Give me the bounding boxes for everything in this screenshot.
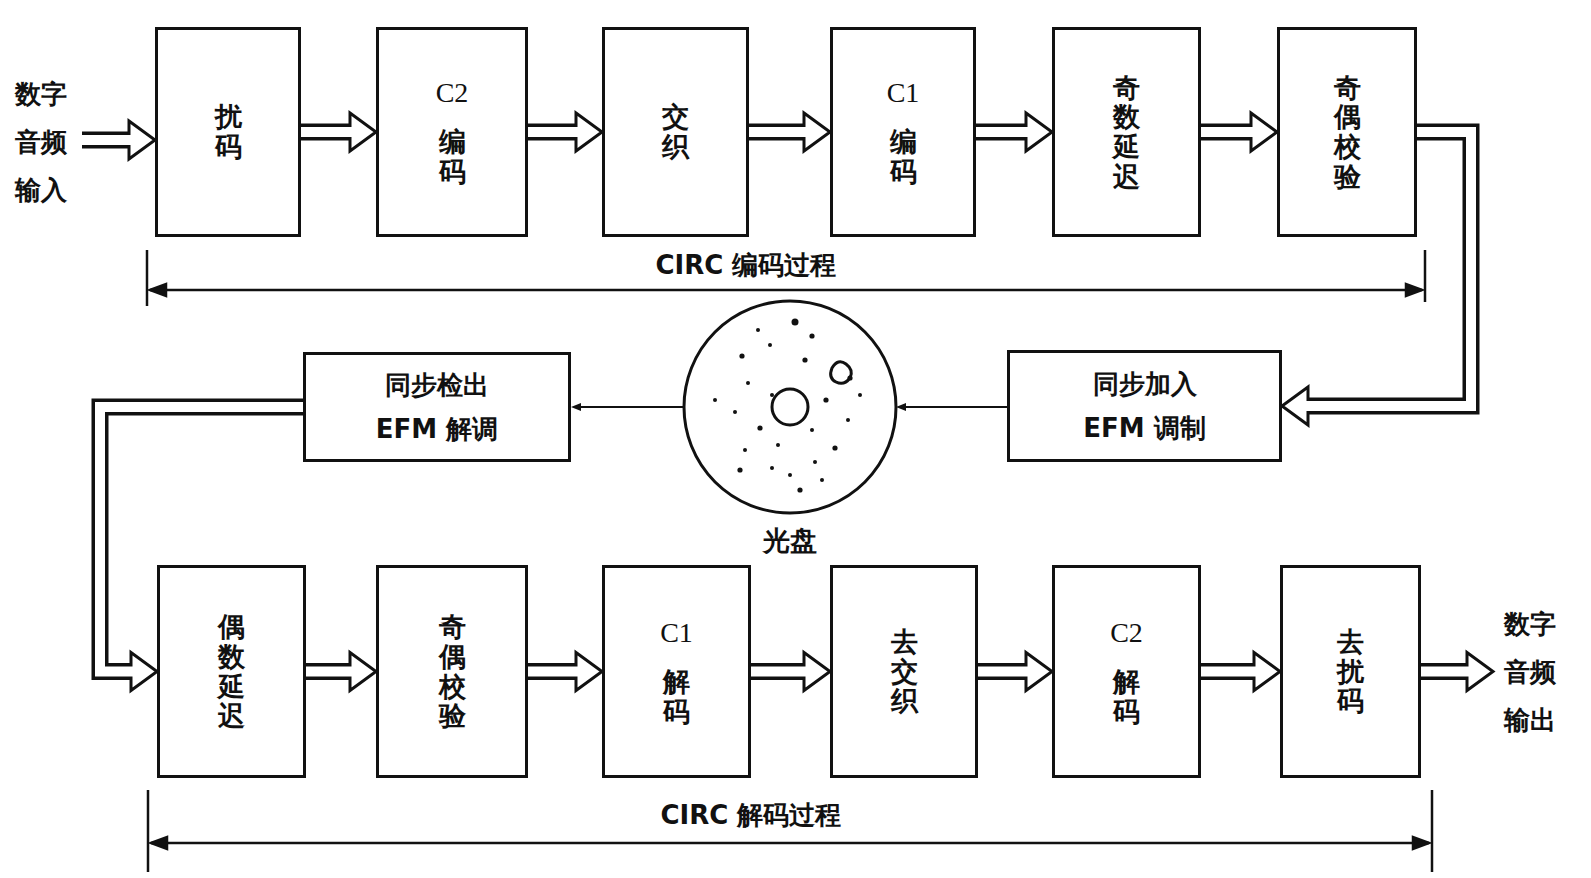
- disc-dot: [846, 418, 850, 422]
- box-text: 奇偶校验: [1334, 73, 1361, 192]
- disc-dot: [823, 397, 828, 402]
- flow-arrow: [976, 113, 1052, 151]
- disc-dot: [713, 398, 717, 402]
- disc-dot: [770, 466, 774, 470]
- process-box: C2 解码: [1052, 565, 1201, 778]
- disc-dot: [809, 333, 814, 338]
- process-box: 扰码: [155, 27, 301, 237]
- box-text: 去交织: [891, 627, 918, 716]
- decode-bracket: [148, 790, 1432, 872]
- box-text: C1: [660, 617, 693, 649]
- arrow-channel: [82, 135, 133, 145]
- box-text: 奇数延迟: [1113, 73, 1140, 192]
- box-text: 奇偶校验: [439, 612, 466, 731]
- disc-dot: [733, 410, 737, 414]
- disc-dot: [743, 448, 747, 452]
- io-label: 数字音频输出: [1503, 600, 1558, 744]
- disc-dot: [770, 393, 774, 397]
- disc-dot: [746, 381, 750, 385]
- box-text: 同步加入 EFM 调制: [1060, 362, 1230, 450]
- flow-arrow: [1201, 113, 1277, 151]
- optical-disc: 光盘: [684, 301, 896, 513]
- box-text: 同步检出 EFM 解调: [352, 363, 522, 451]
- flow-arrow: [978, 653, 1052, 691]
- process-box: 去扰码: [1280, 565, 1421, 778]
- flow-arrow: [896, 403, 1007, 411]
- bracket-label: CIRC 解码过程: [655, 798, 848, 833]
- flow-arrow: [571, 403, 684, 411]
- box-text: 扰码: [215, 102, 242, 161]
- disc-dot: [847, 375, 852, 380]
- box-text: C2: [436, 77, 469, 109]
- box-text: 解码: [1113, 667, 1140, 726]
- box-text: C1: [887, 77, 920, 109]
- disc-dot: [858, 393, 862, 397]
- io-label: 数字音频输入: [14, 70, 69, 214]
- flow-arrow: [1201, 653, 1280, 691]
- disc-dot: [737, 467, 742, 472]
- disc-dot: [832, 445, 837, 450]
- arrow-channel: [1201, 667, 1258, 677]
- arrow-channel: [306, 667, 354, 677]
- flow-arrow: [528, 113, 602, 151]
- disc-dot: [810, 428, 814, 432]
- process-box: 同步加入 EFM 调制: [1007, 350, 1282, 462]
- disc-dot: [788, 473, 792, 477]
- arrow-head: [571, 403, 581, 411]
- arrow-channel: [301, 127, 354, 137]
- process-box: 奇偶校验: [1277, 27, 1417, 237]
- disc-label: 光盘: [763, 523, 817, 559]
- box-text: 偶数延迟: [218, 612, 245, 731]
- output-arrow: [1421, 653, 1493, 691]
- box-text: 编码: [890, 127, 917, 186]
- arrow-channel: [976, 127, 1030, 137]
- disc-dot: [797, 487, 802, 492]
- arrow-channel: [749, 127, 808, 137]
- arrow-channel: [528, 127, 580, 137]
- input-arrow: [82, 121, 155, 159]
- process-box: 偶数延迟: [157, 565, 306, 778]
- process-box: C1 解码: [602, 565, 751, 778]
- disc-dot: [792, 319, 799, 326]
- disc-dot: [813, 460, 817, 464]
- disc-dot: [802, 357, 807, 362]
- box-text: 解码: [663, 667, 690, 726]
- process-box: C2 编码: [376, 27, 528, 237]
- flow-arrow: [749, 113, 830, 151]
- process-box: 同步检出 EFM 解调: [303, 352, 571, 462]
- process-box: 去交织: [830, 565, 978, 778]
- disc-dot: [820, 478, 824, 482]
- box-text: C2: [1110, 617, 1143, 649]
- disc-dot: [768, 343, 772, 347]
- process-box: 交织: [602, 27, 749, 237]
- arrow-channel: [528, 667, 580, 677]
- box-text: 去扰码: [1337, 627, 1364, 716]
- process-box: 奇数延迟: [1052, 27, 1201, 237]
- process-box: 奇偶校验: [376, 565, 528, 778]
- flow-arrow: [528, 653, 602, 691]
- disc-drawing: [684, 301, 896, 513]
- disc-dot: [756, 328, 760, 332]
- box-text: 交织: [662, 102, 689, 161]
- process-box: C1 编码: [830, 27, 976, 237]
- bracket-label: CIRC 编码过程: [650, 248, 843, 283]
- flow-arrow: [301, 113, 376, 151]
- disc-dot: [757, 425, 762, 430]
- arrow-channel: [978, 667, 1030, 677]
- arrow-channel: [1421, 667, 1471, 677]
- signal-line: [906, 406, 1007, 408]
- arrow-head: [896, 403, 906, 411]
- box-text: 编码: [439, 127, 466, 186]
- disc-dot: [776, 443, 780, 447]
- flow-arrow: [306, 653, 376, 691]
- signal-line: [581, 406, 684, 408]
- flow-arrow: [751, 653, 830, 691]
- arrow-channel: [1201, 127, 1255, 137]
- disc-dot: [739, 353, 744, 358]
- arrow-channel: [751, 667, 808, 677]
